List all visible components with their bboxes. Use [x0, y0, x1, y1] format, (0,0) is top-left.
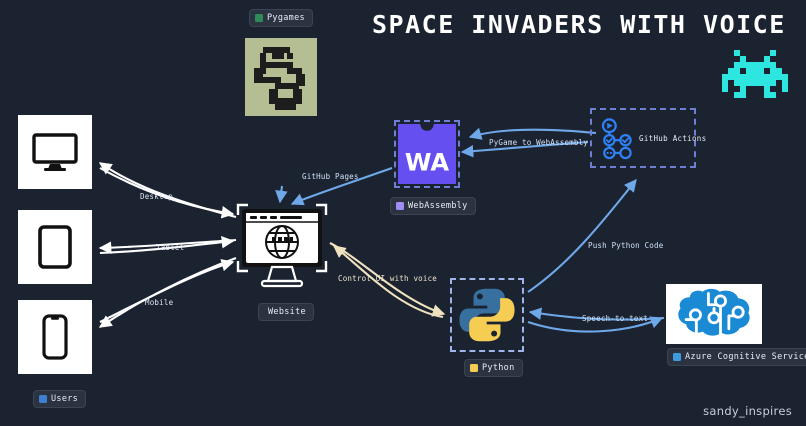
- python-node: [450, 278, 524, 352]
- edge-label-tablet: Tablet: [156, 243, 185, 252]
- azure-cognitive-brain-icon: [678, 288, 750, 338]
- azure-cognitive-card: [666, 284, 762, 344]
- edge-tablet: [98, 238, 237, 255]
- edge-label-speech-to-text: Speech-to-text: [582, 314, 649, 323]
- edge-label-pygame-to-webassembly: PyGame to WebAssembly: [489, 138, 589, 147]
- edge-python-to-azure: [527, 316, 664, 333]
- badge-website: Website: [258, 303, 314, 321]
- pygames-swatch-icon: [255, 14, 263, 22]
- page-title: SPACE INVADERS WITH VOICE: [372, 10, 786, 39]
- python-swatch-icon: [470, 364, 478, 372]
- edge-pygame-to-wasm-b: [468, 127, 597, 140]
- edge-speech-to-text: [528, 307, 665, 321]
- edge-desktop-in: [99, 167, 235, 219]
- tablet-icon: [38, 225, 72, 269]
- desktop-device-card: [18, 115, 92, 189]
- edge-label-control-ui-with-voice: Control UI with voice: [338, 274, 438, 283]
- svg-text:WA: WA: [405, 148, 450, 176]
- pygames-python-pixel-logo-icon: [245, 38, 317, 116]
- browser-globe-icon: [236, 203, 328, 288]
- webassembly-node: WA: [394, 120, 460, 188]
- author-signature: sandy_inspires: [703, 404, 792, 418]
- edge-label-mobile: Mobile: [145, 298, 174, 307]
- badge-users: Users: [33, 390, 87, 408]
- github-actions-label: GitHub Actions: [639, 133, 707, 143]
- badge-pygames-label: Pygames: [267, 13, 305, 23]
- badge-webassembly-label: WebAssembly: [408, 201, 468, 211]
- badge-azure: Azure Cognitive Services: [667, 348, 806, 366]
- desktop-monitor-icon: [32, 133, 78, 171]
- badge-website-label: Website: [268, 307, 306, 317]
- space-invader-icon: [722, 50, 788, 98]
- badge-azure-label: Azure Cognitive Services: [685, 352, 806, 362]
- edge-control-ui-voice-in: [333, 245, 444, 319]
- badge-python-label: Python: [482, 363, 515, 373]
- edge-github-pages: [290, 167, 393, 206]
- python-logo: [459, 288, 515, 342]
- edge-label-push-python-code: Push Python Code: [588, 241, 664, 250]
- edge-label-github-pages: GitHub Pages: [302, 172, 359, 181]
- users-swatch-icon: [39, 395, 47, 403]
- edge-push-python-code: [527, 179, 637, 293]
- badge-pygames: Pygames: [249, 9, 313, 27]
- edge-tablet-in: [99, 235, 235, 255]
- webassembly-logo: WA: [398, 124, 456, 184]
- edge-wasm-down: [275, 185, 288, 204]
- badge-users-label: Users: [51, 394, 79, 404]
- edge-pygame-to-wasm: [460, 140, 589, 158]
- edge-desktop: [98, 162, 237, 219]
- azure-swatch-icon: [673, 353, 681, 361]
- edge-label-desktop: Desktop: [140, 192, 174, 201]
- edge-mobile-in: [99, 259, 235, 323]
- mobile-phone-icon: [42, 314, 68, 360]
- mobile-device-card: [18, 300, 92, 374]
- webassembly-swatch-icon: [396, 202, 404, 210]
- badge-python: Python: [464, 359, 523, 377]
- github-actions-node: GitHub Actions: [590, 108, 706, 168]
- tablet-device-card: [18, 210, 92, 284]
- website-node: [236, 203, 328, 289]
- badge-webassembly: WebAssembly: [390, 197, 476, 215]
- github-actions-workflow-icon: [601, 117, 632, 159]
